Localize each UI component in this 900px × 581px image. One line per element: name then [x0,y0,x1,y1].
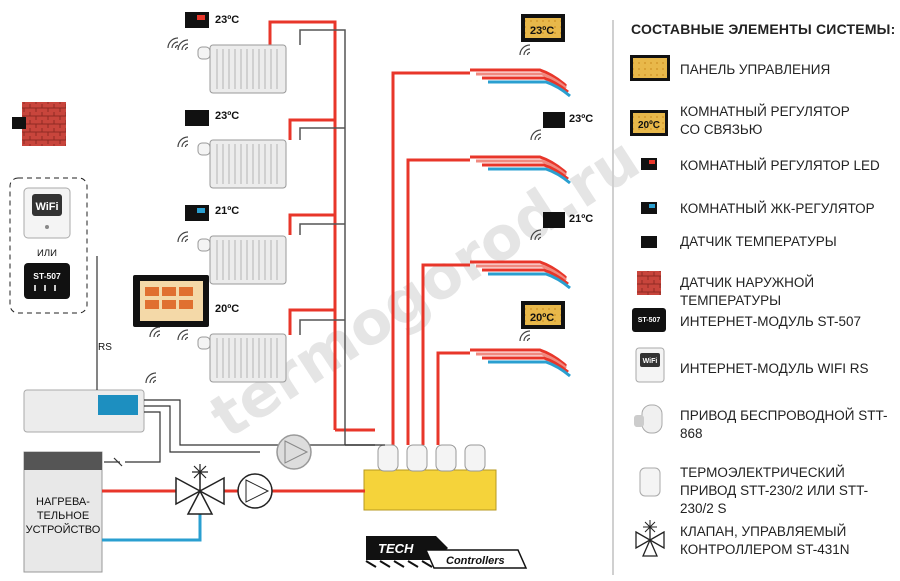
floor-temp-1: 23ºC [530,25,554,37]
radiator-supply-pipes [268,20,470,445]
legend-title: СОСТАВНЫЕ ЭЛЕМЕНТЫ СИСТЕМЫ: [631,21,896,37]
legend-label-control-panel: ПАНЕЛЬ УПРАВЛЕНИЯ [680,62,831,77]
pump-icon [276,434,312,470]
room-regulator-icon [521,301,565,329]
tech-brand-text: TECH [378,541,414,556]
legend-outdoor-sensor-icon [637,271,661,295]
legend-control-panel-icon [630,55,670,81]
legend-wireless-actuator-icon [634,404,663,434]
pump-icon [237,473,273,509]
legend-room-regulator-badge: 20ºC [638,120,660,131]
legend-label-wireless-actuator: ПРИВОД БЕСПРОВОДНОЙ STT-868 [680,408,888,441]
legend-wifi-module-icon [635,347,665,383]
heater-label-line-1: НАГРЕВА- [36,496,90,508]
boiler-pipes [102,489,365,542]
legend-label-thermoelectric-actuator: ТЕРМОЭЛЕКТРИЧЕСКИЙ ПРИВОД STT-230/2 ИЛИ … [680,465,869,516]
legend-temperature-sensor-icon [641,236,657,248]
legend-label-wifi-module: ИНТЕРНЕТ-МОДУЛЬ WIFI RS [680,361,869,376]
legend-divider [612,20,614,575]
st507-module-icon [24,263,70,299]
tech-logo [365,536,528,569]
legend-label-temperature-sensor: ДАТЧИК ТЕМПЕРАТУРЫ [680,234,837,249]
wifi-waves-icon [145,37,189,384]
radiator-4 [209,333,287,383]
main-controller [23,389,145,433]
temperature-sensor-icon [185,110,209,126]
rs-label: RS [98,342,112,353]
valve-icon [175,464,225,515]
heater-label-line-3: УСТРОЙСТВО [26,523,101,536]
radiator-temp-3: 21ºC [215,205,239,217]
legend-room-lcd-regulator-icon [641,202,657,214]
control-panel-icon [133,275,209,327]
wireless-actuator-icon [197,46,211,350]
room-lcd-regulator-icon [185,205,209,221]
temperature-sensor-icon [543,112,565,128]
floor-loop-4 [468,348,572,378]
legend-room-regulator-icon [630,110,668,136]
radiator-temp-2: 23ºC [215,110,239,122]
tech-tagline-text: Controllers [446,555,505,567]
heater-unit [23,451,103,573]
internet-module-group [9,177,88,314]
radiator-3 [209,235,287,285]
radiator-temp-4: 20ºC [215,303,239,315]
radiator-2 [209,139,287,189]
room-regulator-led-icon [185,12,209,28]
thermoelectric-actuator-icon [377,444,486,472]
legend-label-room-lcd-regulator: КОМНАТНЫЙ ЖК-РЕГУЛЯТОР [680,201,875,216]
or-label: ИЛИ [37,248,57,259]
legend-label-valve: КЛАПАН, УПРАВЛЯЕМЫЙ КОНТРОЛЛЕРОМ ST-431N [680,524,850,557]
manifold [363,469,497,511]
outdoor-sensor-icon [12,102,66,146]
legend-label-room-regulator-led: КОМНАТНЫЙ РЕГУЛЯТОР LED [680,158,880,173]
floor-temp-3: 21ºC [569,213,593,225]
wifi-module-icon [23,187,71,239]
legend-st507-badge: ST-507 [638,317,661,324]
floor-temp-4: 20ºC [530,312,554,324]
floor-loop-1 [468,68,572,98]
legend-valve-icon [635,520,665,557]
legend-label-outdoor-sensor: ДАТЧИК НАРУЖНОЙ ТЕМПЕРАТУРЫ [680,275,815,308]
legend-wifi-badge: WiFi [643,358,658,365]
wifi-module-label: WiFi [35,201,58,213]
legend-label-room-regulator: КОМНАТНЫЙ РЕГУЛЯТОР СО СВЯЗЬЮ [680,104,850,137]
temperature-sensor-icon [543,212,565,228]
legend-thermoelectric-actuator-icon [639,467,661,497]
radiator-temp-1: 23ºC [215,14,239,26]
room-regulator-icon [521,14,565,42]
st507-module-label: ST-507 [33,271,61,281]
legend-st507-module-icon [632,308,666,332]
radiator-1 [209,44,287,94]
legend-room-regulator-led-icon [641,158,657,170]
legend-label-st507-module: ИНТЕРНЕТ-МОДУЛЬ ST-507 [680,314,862,329]
heater-label-line-2: ТЕЛЬНОЕ [37,510,89,522]
floor-temp-2: 23ºC [569,113,593,125]
